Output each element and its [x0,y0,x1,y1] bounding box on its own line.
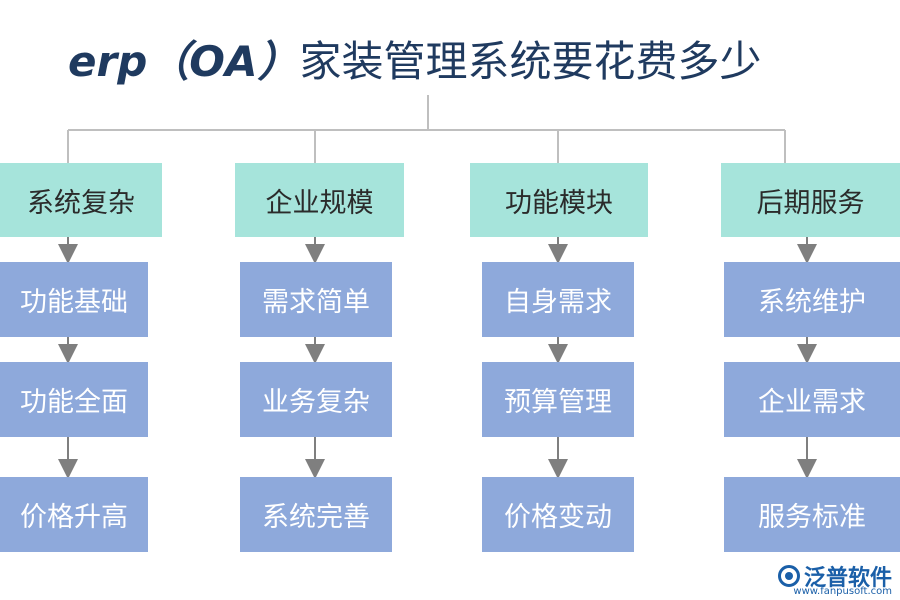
category-box-2: 企业规模 [235,163,404,237]
item-box-2-2: 业务复杂 [240,362,392,437]
item-box-4-3: 服务标准 [724,477,900,552]
item-box-1-2: 功能全面 [0,362,148,437]
category-box-3: 功能模块 [470,163,648,237]
brand-watermark: 泛普软件 www.fanpusoft.com [777,560,892,597]
item-box-2-3: 系统完善 [240,477,392,552]
diagram-title: erp（OA）家装管理系统要花费多少 [68,30,828,94]
item-box-3-2: 预算管理 [482,362,634,437]
item-box-2-1: 需求简单 [240,262,392,337]
brand-name: 泛普软件 [803,566,892,591]
item-box-3-1: 自身需求 [482,262,634,337]
brand-url: www.fanpusoft.com [793,586,892,597]
item-box-1-3: 价格升高 [0,477,148,552]
item-box-1-1: 功能基础 [0,262,148,337]
item-box-3-3: 价格变动 [482,477,634,552]
title-text: 家装管理系统要花费多少 [299,37,762,86]
title-prefix: erp（OA） [68,37,300,86]
category-box-1: 系统复杂 [0,163,162,237]
item-box-4-1: 系统维护 [724,262,900,337]
category-box-4: 后期服务 [721,163,900,237]
brand-logo-icon [777,565,800,587]
item-box-4-2: 企业需求 [724,362,900,437]
